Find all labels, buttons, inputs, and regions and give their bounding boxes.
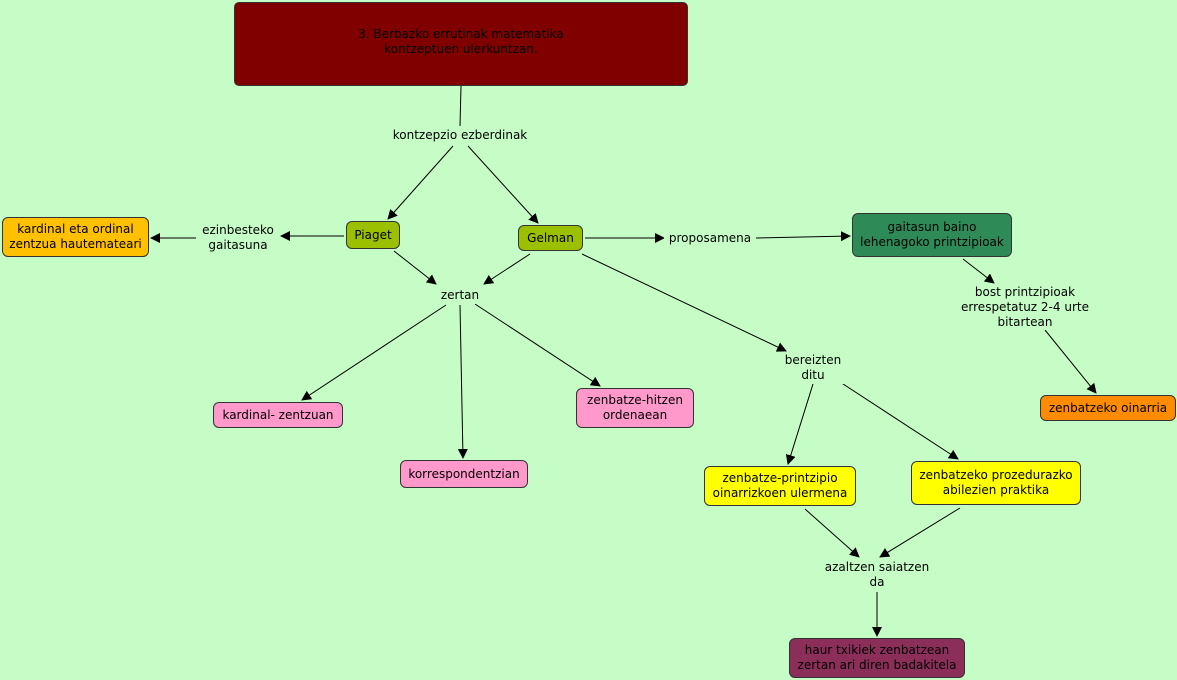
edge-zertan-kardinal	[301, 304, 447, 401]
edge-title-kontzepzio	[459, 85, 462, 127]
link-label-ezinbesteko: ezinbesteko gaitasuna	[196, 222, 280, 254]
edge-zertan-korrespondentzian	[457, 304, 468, 459]
node-gaitasun-printzipioak[interactable]: gaitasun baino lehenagoko printzipioak	[852, 213, 1012, 257]
edge-gelman-bereizten	[581, 253, 787, 352]
link-label-kontzepzio: kontzepzio ezberdinak	[386, 126, 534, 144]
node-printzipio-ulermena[interactable]: zenbatze-printzipio oinarrizkoen ulermen…	[704, 466, 856, 506]
edge-bost-oinarria	[1044, 329, 1097, 394]
node-haur-txikiek[interactable]: haur txikiek zenbatzean zertan ari diren…	[789, 638, 965, 678]
node-title[interactable]: 3. Berbazko errutinak matematika kontzep…	[234, 2, 688, 86]
node-prozedurazko-praktika[interactable]: zenbatzeko prozedurazko abilezien prakti…	[911, 461, 1081, 505]
edge-bereizten-prozedurazko	[839, 381, 959, 460]
link-label-bost-printzipioak: bost printzipioak errespetatuz 2-4 urte …	[950, 284, 1100, 330]
edge-gaitasun-bost	[962, 258, 995, 284]
link-label-zertan: zertan	[432, 286, 488, 304]
node-korrespondentzian[interactable]: korrespondentzian	[400, 460, 528, 488]
edge-kontzepzio-gelman	[467, 145, 539, 224]
edge-printzipio-azaltzen	[804, 508, 860, 558]
edge-zertan-zenbatze-hitzen	[474, 303, 601, 387]
node-zenbatzeko-oinarria[interactable]: zenbatzeko oinarria	[1040, 395, 1176, 421]
node-kardinal-zentzuan[interactable]: kardinal- zentzuan	[213, 402, 343, 428]
link-label-bereizten: bereizten ditu	[780, 352, 846, 384]
edge-kontzepzio-piaget	[387, 145, 454, 220]
edge-bereizten-printzipio	[785, 383, 814, 465]
node-kardinal-ordinal[interactable]: kardinal eta ordinal zentzua hautematear…	[2, 217, 149, 257]
edge-proposamena-gaitasun	[755, 231, 851, 242]
edge-piaget-zertan	[393, 250, 437, 285]
node-gelman[interactable]: Gelman	[518, 225, 583, 251]
node-piaget[interactable]: Piaget	[346, 221, 400, 249]
edge-prozedurazko-azaltzen	[879, 507, 961, 558]
link-label-azaltzen: azaltzen saiatzen da	[816, 559, 938, 591]
node-zenbatze-hitzen[interactable]: zenbatze-hitzen ordenaean	[576, 388, 694, 428]
link-label-proposamena: proposamena	[664, 229, 756, 247]
edge-gelman-zertan	[483, 253, 531, 285]
